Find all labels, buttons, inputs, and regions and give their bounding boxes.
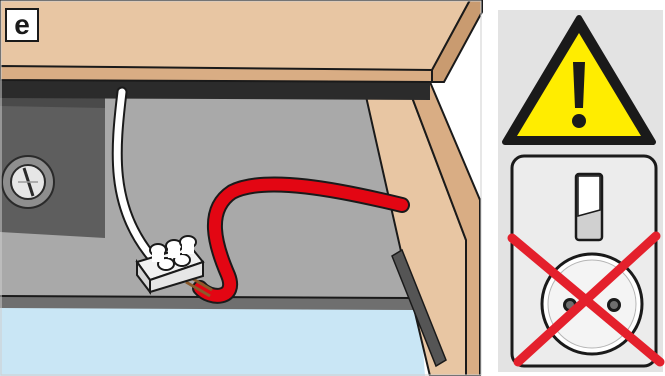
control-knob-icon [2,156,54,208]
power-socket-crossed-out-icon [512,156,660,366]
warning-panel [498,10,663,372]
floor-area [0,300,425,376]
countertop [0,0,470,74]
step-label: e [5,8,39,42]
installation-panel [0,0,482,376]
